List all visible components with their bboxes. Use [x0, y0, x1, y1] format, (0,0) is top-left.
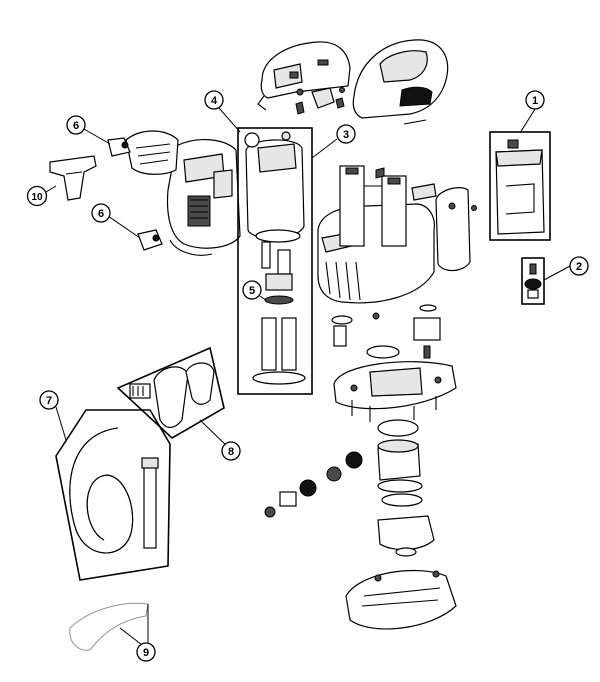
group-box-8 [116, 346, 225, 439]
leader-lines [45, 107, 571, 649]
group-box-2 [521, 257, 545, 305]
hose-assembly [69, 427, 159, 554]
motor-assembly [377, 439, 423, 507]
upholstery-tool [49, 155, 97, 201]
base-plate [345, 569, 457, 630]
callout-6-lower: 6 [91, 203, 111, 223]
clip-lower [137, 229, 163, 251]
callout-1: 1 [525, 90, 545, 110]
stair-tool [69, 602, 149, 651]
gasket-ring [377, 419, 419, 437]
callout-2: 2 [569, 256, 589, 276]
lower-housing [377, 515, 435, 557]
callout-label: 7 [46, 395, 52, 407]
callout-6-upper: 6 [66, 115, 86, 135]
clip-upper [107, 137, 131, 157]
tank-assembly [244, 131, 306, 385]
callout-3: 3 [336, 124, 356, 144]
callout-label: 8 [228, 446, 234, 458]
tool-set [129, 362, 215, 429]
valve-assembly [524, 263, 542, 299]
pump-base-plate [333, 361, 457, 422]
small-fittings [331, 304, 441, 359]
handle-latch-parts [295, 87, 345, 115]
side-cover-assembly [125, 130, 241, 256]
callout-label: 6 [98, 208, 104, 220]
callout-label: 3 [343, 129, 349, 141]
callout-label: 2 [576, 261, 582, 273]
callout-10: 10 [26, 185, 48, 207]
callout-8: 8 [221, 441, 241, 461]
callout-label: 4 [211, 95, 218, 107]
impeller-parts [264, 451, 363, 518]
handle-rear-half [257, 41, 351, 111]
main-housing [317, 165, 437, 304]
side-panel-cover [435, 187, 477, 272]
callout-5: 5 [242, 280, 262, 300]
reservoir-tank [495, 139, 545, 235]
callout-label: 1 [532, 95, 538, 107]
callout-9: 9 [136, 642, 156, 662]
callout-label: 9 [143, 647, 149, 659]
group-box-1 [489, 131, 551, 241]
callout-7: 7 [39, 390, 59, 410]
group-box-3 [237, 127, 313, 395]
handle-front-cover [352, 39, 449, 125]
callout-label: 6 [73, 120, 79, 132]
group-box-7 [55, 409, 171, 581]
callout-label: 5 [249, 285, 255, 297]
callout-4: 4 [204, 90, 224, 110]
callout-label: 10 [31, 192, 43, 203]
